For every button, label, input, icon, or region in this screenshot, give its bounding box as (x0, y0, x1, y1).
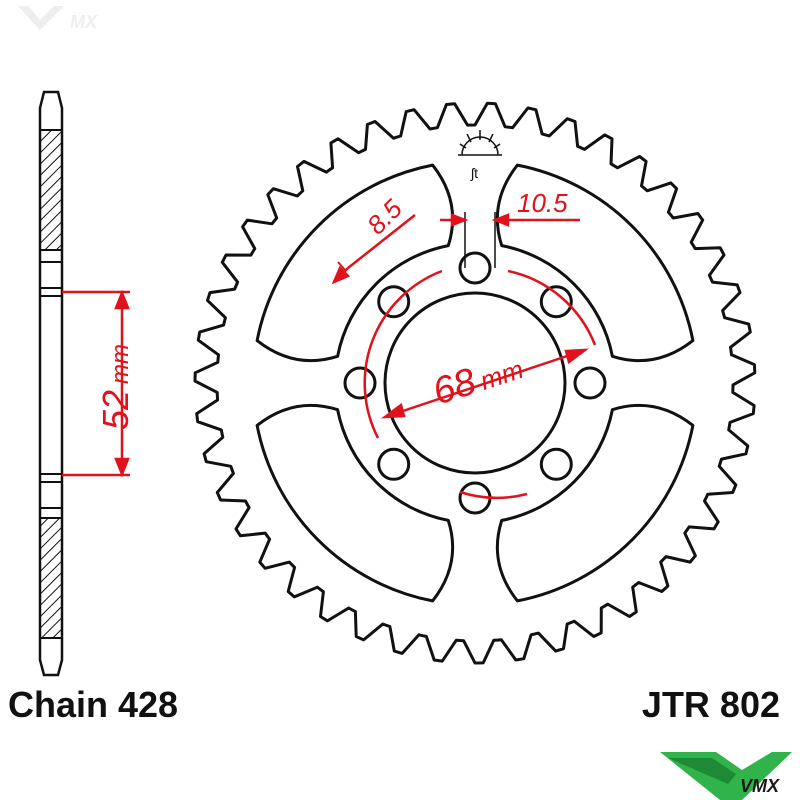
jt-logo-mark: ʃt (458, 130, 502, 181)
bolt-hole (539, 447, 573, 481)
offset-dimension (62, 289, 130, 478)
svg-text:MX: MX (70, 12, 98, 32)
bore-dimension (440, 212, 580, 268)
vmx-logo: VMX (660, 752, 792, 800)
part-number-label: JTR 802 (641, 684, 780, 725)
bolt-hole (539, 285, 573, 319)
chain-size-label: Chain 428 (8, 684, 179, 725)
bolt-hole (343, 366, 377, 400)
cutout (495, 403, 695, 603)
bore-dimension-label: 10.5 (517, 188, 568, 218)
bolt-holes (343, 251, 607, 515)
bolt-hole (573, 366, 607, 400)
cutout (255, 403, 455, 603)
bolt-hole (458, 251, 492, 285)
bolt-hole (377, 285, 411, 319)
bolt-hole (377, 447, 411, 481)
sprocket-side-profile (38, 90, 64, 677)
center-bore (383, 291, 567, 475)
svg-text:VMX: VMX (740, 776, 780, 796)
svg-text:ʃt: ʃt (470, 165, 478, 181)
cutout (495, 163, 695, 363)
cutout (255, 163, 455, 363)
sprocket-teeth-outline (193, 101, 757, 665)
watermark-logo: MX (18, 6, 98, 32)
pcd-dimension (363, 269, 597, 500)
sprocket-front-view (193, 101, 757, 665)
lightening-cutouts (255, 163, 695, 603)
offset-dimension-label: 52mm (95, 344, 136, 430)
bolt-hole-dimension (331, 214, 416, 285)
